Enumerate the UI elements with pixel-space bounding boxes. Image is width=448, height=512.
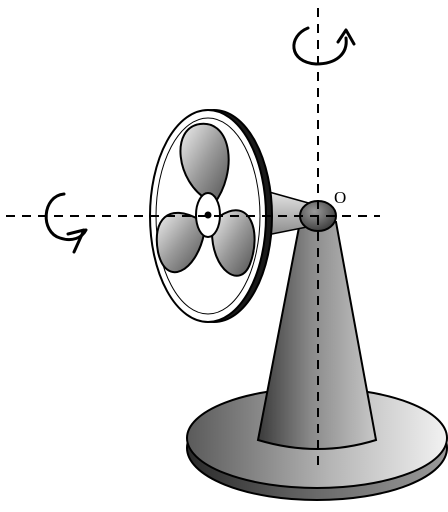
fan-blade-right — [210, 209, 256, 277]
rotation-axes — [6, 8, 380, 470]
vertical-rotation-arrow-icon — [292, 26, 356, 66]
point-o-label: O — [334, 188, 346, 207]
fan-blade-left — [155, 211, 206, 274]
horizontal-rotation-arrow-icon — [44, 192, 88, 254]
fan-blade-top — [179, 122, 230, 206]
fan-blades — [155, 122, 256, 277]
